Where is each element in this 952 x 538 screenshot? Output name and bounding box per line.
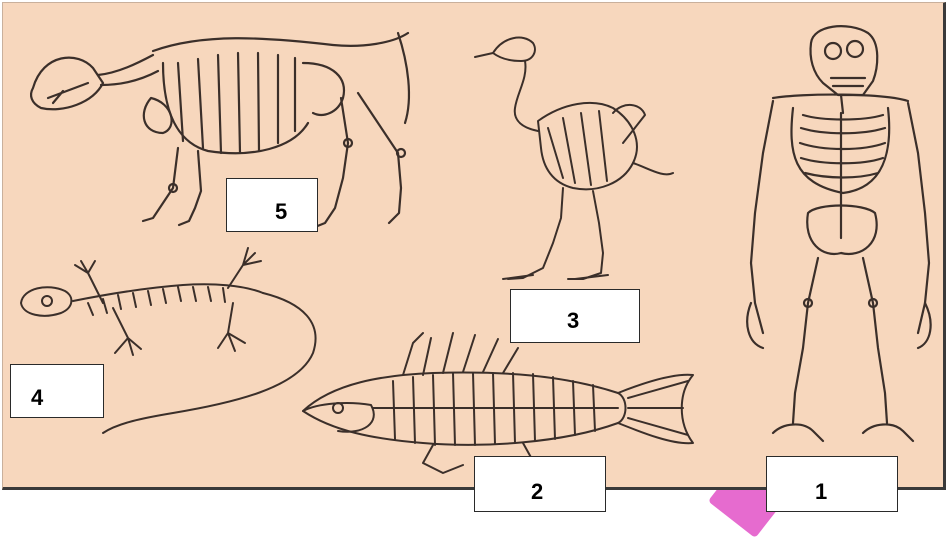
label-box-3: 3 (510, 289, 640, 343)
label-4-text: 4 (31, 385, 43, 411)
fish-skeleton (303, 333, 693, 473)
label-5-text: 5 (275, 199, 287, 225)
label-box-4: 4 (10, 364, 104, 418)
label-box-1: 1 (766, 456, 898, 512)
label-3-text: 3 (567, 308, 579, 334)
bird-skeleton (475, 38, 673, 279)
label-box-5: 5 (226, 178, 318, 232)
label-1-text: 1 (815, 479, 827, 505)
skeleton-figure-panel (2, 2, 946, 490)
label-box-2: 2 (474, 456, 606, 512)
horse-skeleton (31, 33, 409, 227)
gorilla-skeleton (747, 26, 930, 441)
label-2-text: 2 (531, 479, 543, 505)
